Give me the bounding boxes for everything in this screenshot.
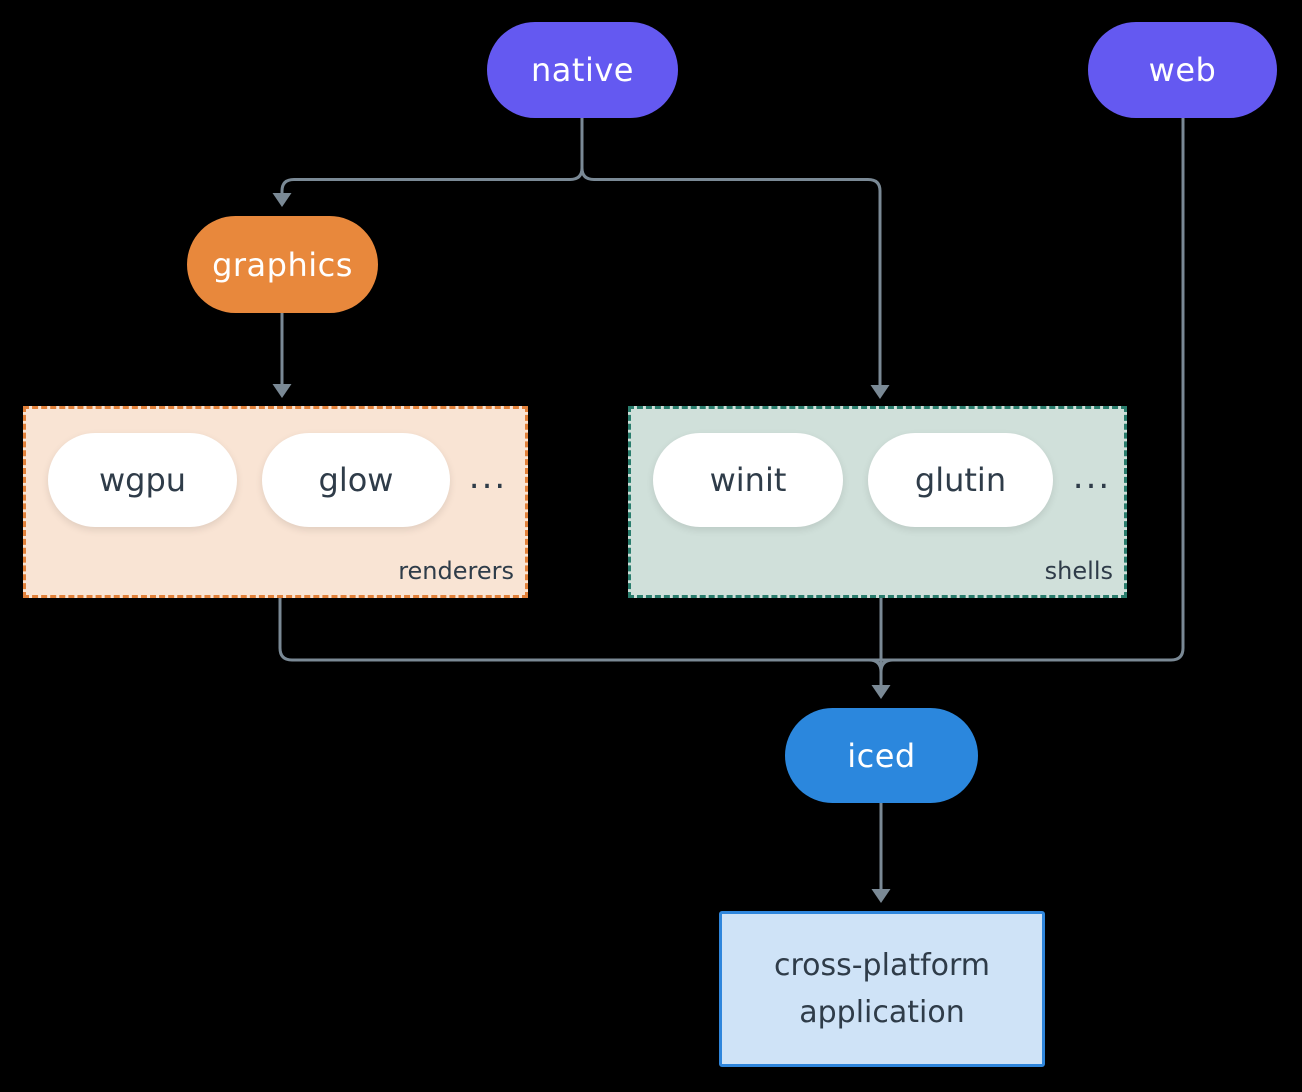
edge-renderers-web-merge <box>278 118 1185 662</box>
node-glutin: glutin <box>868 433 1053 527</box>
node-cross-platform-application: cross-platform application <box>719 911 1045 1067</box>
node-graphics: graphics <box>187 216 378 313</box>
renderers-group-label: renderers <box>398 557 514 585</box>
arrowhead-into-iced <box>871 685 891 699</box>
edge-merge-fillet-left <box>868 658 883 673</box>
arrowhead-into-renderers <box>272 384 292 398</box>
shells-ellipsis: ... <box>1072 457 1112 497</box>
node-native: native <box>487 22 678 118</box>
shells-group-label: shells <box>1044 557 1113 585</box>
renderers-ellipsis: ... <box>468 457 508 497</box>
node-iced: iced <box>785 708 978 803</box>
arrowhead-into-shells <box>870 385 890 399</box>
node-glow: glow <box>262 433 450 527</box>
edge-merge-fillet-right <box>879 658 894 673</box>
node-web: web <box>1088 22 1277 118</box>
arrowhead-into-graphics <box>272 193 292 207</box>
edge-native-to-graphics <box>280 118 584 194</box>
node-wgpu: wgpu <box>48 433 237 527</box>
edge-native-to-shells <box>580 167 882 386</box>
arrowhead-into-application <box>871 889 891 903</box>
node-winit: winit <box>653 433 843 527</box>
